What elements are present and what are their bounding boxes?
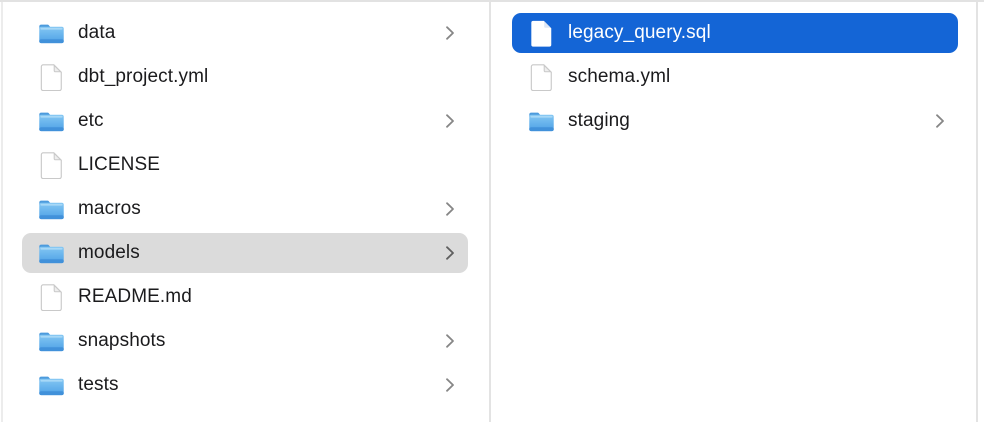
row-etc[interactable]: etc — [22, 101, 468, 141]
row-dbt-project-yml[interactable]: dbt_project.yml — [22, 57, 468, 97]
row-license[interactable]: LICENSE — [22, 145, 468, 185]
row-readme-md[interactable]: README.md — [22, 277, 468, 317]
folder-icon — [36, 106, 66, 136]
file-name: schema.yml — [568, 66, 671, 87]
document-icon — [526, 62, 556, 92]
file-name: tests — [78, 374, 119, 395]
file-name: legacy_query.sql — [568, 22, 711, 43]
file-name: dbt_project.yml — [78, 66, 209, 87]
folder-icon — [36, 370, 66, 400]
chevron-right-icon — [444, 376, 456, 394]
chevron-right-icon — [444, 24, 456, 42]
file-name: models — [78, 242, 140, 263]
document-icon — [36, 282, 66, 312]
file-name: macros — [78, 198, 141, 219]
chevron-right-icon — [444, 332, 456, 350]
chevron-right-icon — [934, 112, 946, 130]
browser-column-child: legacy_query.sql schema.yml staging — [512, 13, 958, 145]
row-macros[interactable]: macros — [22, 189, 468, 229]
file-name: snapshots — [78, 330, 166, 351]
file-name: staging — [568, 110, 630, 131]
chevron-right-icon — [444, 112, 456, 130]
row-data[interactable]: data — [22, 13, 468, 53]
row-models-selected[interactable]: models — [22, 233, 468, 273]
document-icon — [36, 62, 66, 92]
chevron-right-icon — [444, 244, 456, 262]
file-name: LICENSE — [78, 154, 161, 175]
row-snapshots[interactable]: snapshots — [22, 321, 468, 361]
folder-icon — [526, 106, 556, 136]
left-column-divider — [1, 2, 3, 422]
file-name: etc — [78, 110, 104, 131]
folder-icon — [36, 238, 66, 268]
file-name: README.md — [78, 286, 192, 307]
folder-icon — [36, 194, 66, 224]
document-icon — [36, 150, 66, 180]
row-staging[interactable]: staging — [512, 101, 958, 141]
mid-column-divider[interactable] — [489, 2, 491, 422]
top-divider — [0, 0, 984, 2]
chevron-right-icon — [444, 200, 456, 218]
row-tests[interactable]: tests — [22, 365, 468, 405]
row-schema-yml[interactable]: schema.yml — [512, 57, 958, 97]
folder-icon — [36, 326, 66, 356]
browser-column-parent: data dbt_project.yml — [22, 13, 468, 409]
folder-icon — [36, 18, 66, 48]
file-name: data — [78, 22, 116, 43]
right-column-divider[interactable] — [976, 2, 978, 422]
row-legacy-query-sql-selected[interactable]: legacy_query.sql — [512, 13, 958, 53]
document-icon — [526, 18, 556, 48]
